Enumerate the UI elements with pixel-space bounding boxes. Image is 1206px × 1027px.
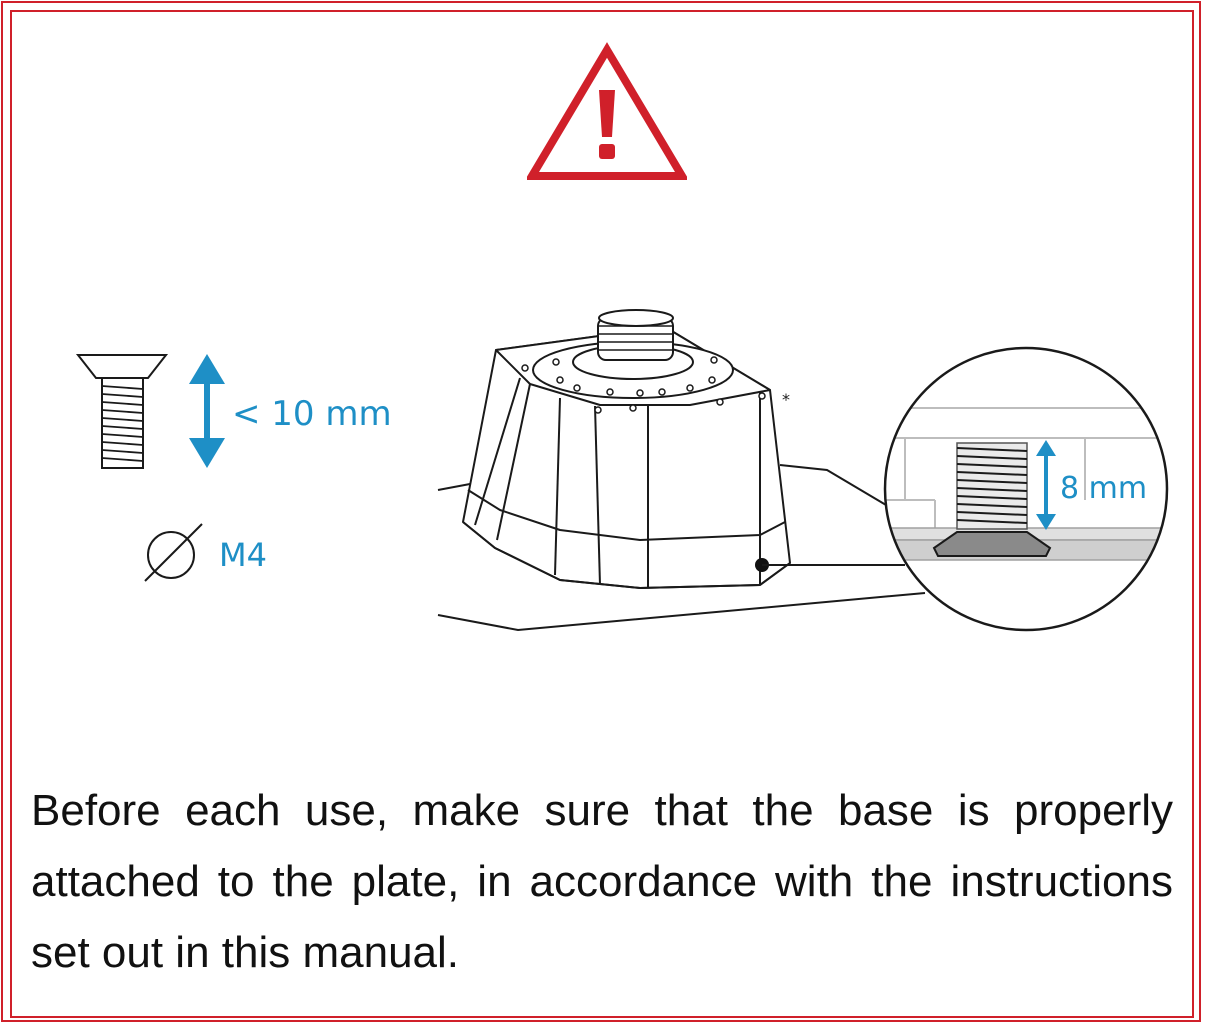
depth-arrow-icon (1036, 440, 1056, 530)
mounting-holes (521, 356, 766, 414)
countersunk-screw-icon (75, 354, 169, 469)
mounting-plate (437, 464, 926, 632)
warning-triangle-icon (527, 42, 687, 180)
instruction-note: Before each use, make sure that the base… (31, 786, 1173, 977)
inner-frame (10, 10, 1194, 1018)
wheel-base-body (462, 309, 791, 589)
length-arrow-icon (189, 354, 225, 468)
thread-label: M4 (219, 536, 267, 574)
length-label: < 10 mm (232, 394, 392, 434)
detail-magnifier (885, 348, 1167, 630)
depth-label: 8 mm (1060, 471, 1147, 506)
asterisk-mark: * (782, 390, 790, 409)
diameter-icon (144, 523, 203, 582)
